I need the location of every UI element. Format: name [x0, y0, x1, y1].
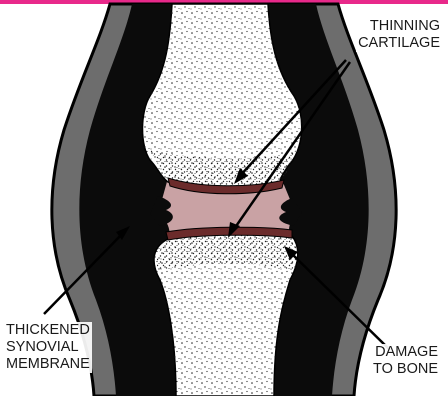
label-damage-to-bone-line1: DAMAGE	[373, 344, 438, 361]
label-damage-to-bone-line2: TO BONE	[373, 361, 438, 378]
label-thickened-synovial-line1: THICKENED	[6, 322, 90, 339]
label-thickened-synovial-line3: MEMBRANE	[6, 356, 90, 373]
label-thickened-synovial-line2: SYNOVIAL	[6, 339, 90, 356]
label-thinning-cartilage-line2: CARTILAGE	[358, 35, 440, 52]
label-thinning-cartilage: THINNING CARTILAGE	[356, 18, 442, 52]
label-damage-to-bone: DAMAGE TO BONE	[371, 344, 440, 378]
label-thinning-cartilage-line1: THINNING	[358, 18, 440, 35]
label-thickened-synovial-membrane: THICKENED SYNOVIAL MEMBRANE	[4, 322, 92, 373]
